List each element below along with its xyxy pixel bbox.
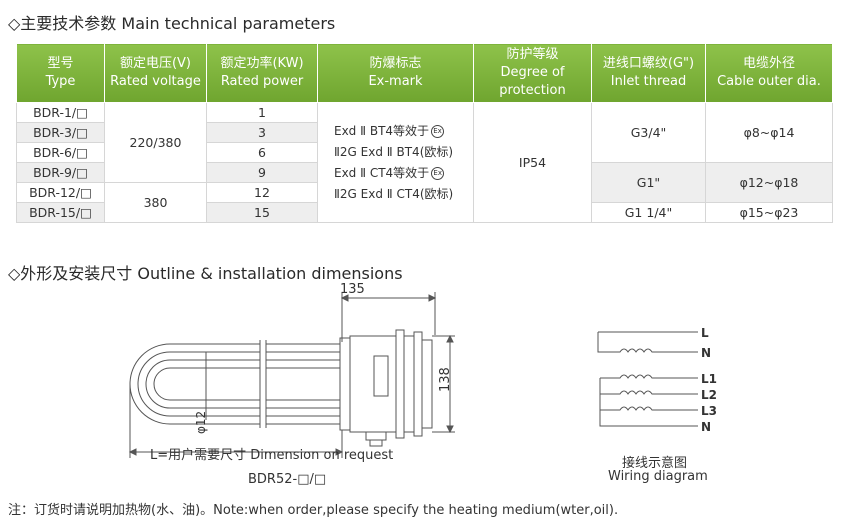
table-row: BDR-15/□ 15 G1 1/4" φ15~φ23: [16, 202, 833, 223]
type-cell: BDR-15/□: [16, 202, 105, 223]
cable-cell: φ12~φ18: [705, 162, 833, 203]
wiring-label-L: L: [701, 326, 709, 340]
wiring-label-L2: L2: [701, 388, 717, 402]
type-cell: BDR-6/□: [16, 142, 105, 163]
ex-symbol-icon: Ex: [431, 166, 445, 180]
table-row: BDR-9/□ 9 G1" φ12~φ18: [16, 162, 833, 203]
cable-cell: φ15~φ23: [705, 202, 833, 223]
power-cell: 1: [206, 102, 318, 123]
thread-cell: G1 1/4": [591, 202, 706, 223]
wiring-diagram: [597, 331, 698, 427]
wiring-label-L1: L1: [701, 372, 717, 386]
protection-cell: IP54: [473, 102, 592, 223]
wiring-label-N: N: [701, 346, 712, 360]
header-inlet-thread: 进线口螺纹(G")Inlet thread: [591, 43, 706, 103]
type-cell: BDR-9/□: [16, 162, 105, 183]
model-label: BDR52-□/□: [248, 472, 327, 487]
type-cell: BDR-12/□: [16, 182, 105, 203]
wiring-caption-en: Wiring diagram: [608, 469, 708, 484]
wiring-label-N2: N: [701, 420, 712, 434]
thread-cell: G3/4": [591, 102, 706, 163]
power-cell: 6: [206, 142, 318, 163]
table-row: BDR-6/□ 6: [16, 142, 833, 163]
dimension-length-label: L=用户需要尺寸 Dimension on request: [150, 448, 394, 463]
cable-cell: φ8~φ14: [705, 102, 833, 163]
power-cell: 9: [206, 162, 318, 183]
order-note: 注：订货时请说明加热物(水、油)。Note:when order,please …: [8, 503, 619, 518]
dimension-135-label: 135: [340, 282, 365, 297]
type-cell: BDR-1/□: [16, 102, 105, 123]
thread-cell: G1": [591, 162, 706, 203]
section-title-technical-parameters: ◇主要技术参数 Main technical parameters: [8, 14, 336, 33]
power-cell: 12: [206, 182, 318, 203]
header-rated-power: 额定功率(KW)Rated power: [206, 43, 318, 103]
section-title-outline-dimensions: ◇外形及安装尺寸 Outline & installation dimensio…: [8, 264, 403, 283]
power-cell: 15: [206, 202, 318, 223]
header-rated-voltage: 额定电压(V)Rated voltage: [104, 43, 207, 103]
dimension-138-label: 138: [438, 367, 453, 392]
wiring-caption-cn: 接线示意图: [622, 456, 688, 471]
outline-drawing: [128, 292, 455, 458]
power-cell: 3: [206, 122, 318, 143]
ex-symbol-icon: Ex: [431, 124, 445, 138]
wiring-label-L3: L3: [701, 404, 717, 418]
table-row: BDR-3/□ 3: [16, 122, 833, 143]
type-cell: BDR-3/□: [16, 122, 105, 143]
dimension-phi12-label: φ12: [194, 410, 208, 434]
voltage-cell: 220/380: [104, 102, 207, 183]
voltage-cell: 380: [104, 182, 207, 223]
